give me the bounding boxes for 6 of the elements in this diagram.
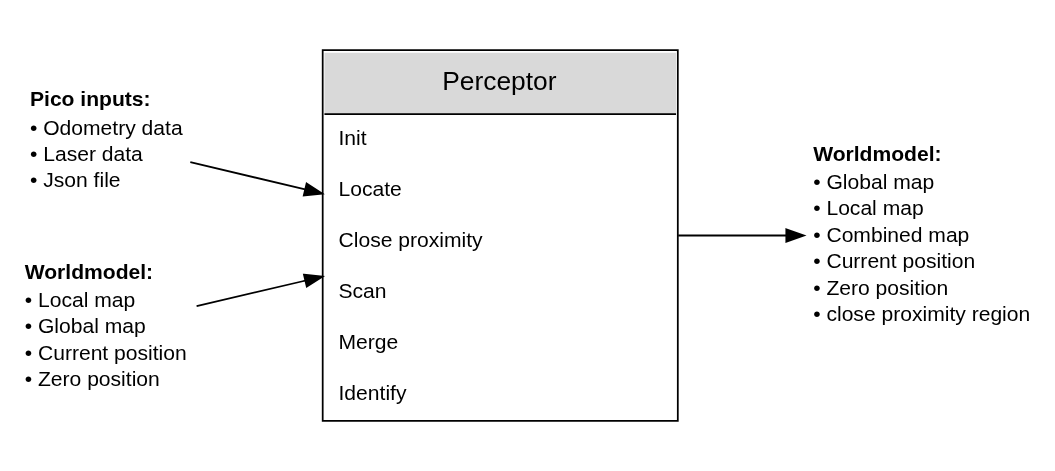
node-text: Pico inputs: • Odometry data • Laser data • Json file	[29, 87, 183, 192]
arrow	[677, 228, 807, 243]
arrow	[195, 273, 326, 307]
node-text: Worldmodel: • Global map • Local map • Combined map • Current position • Zero position • close proximity region	[813, 141, 1031, 325]
node-text: Worldmodel: • Local map • Global map • Current position • Zero position	[24, 259, 187, 390]
arrow	[189, 161, 325, 197]
